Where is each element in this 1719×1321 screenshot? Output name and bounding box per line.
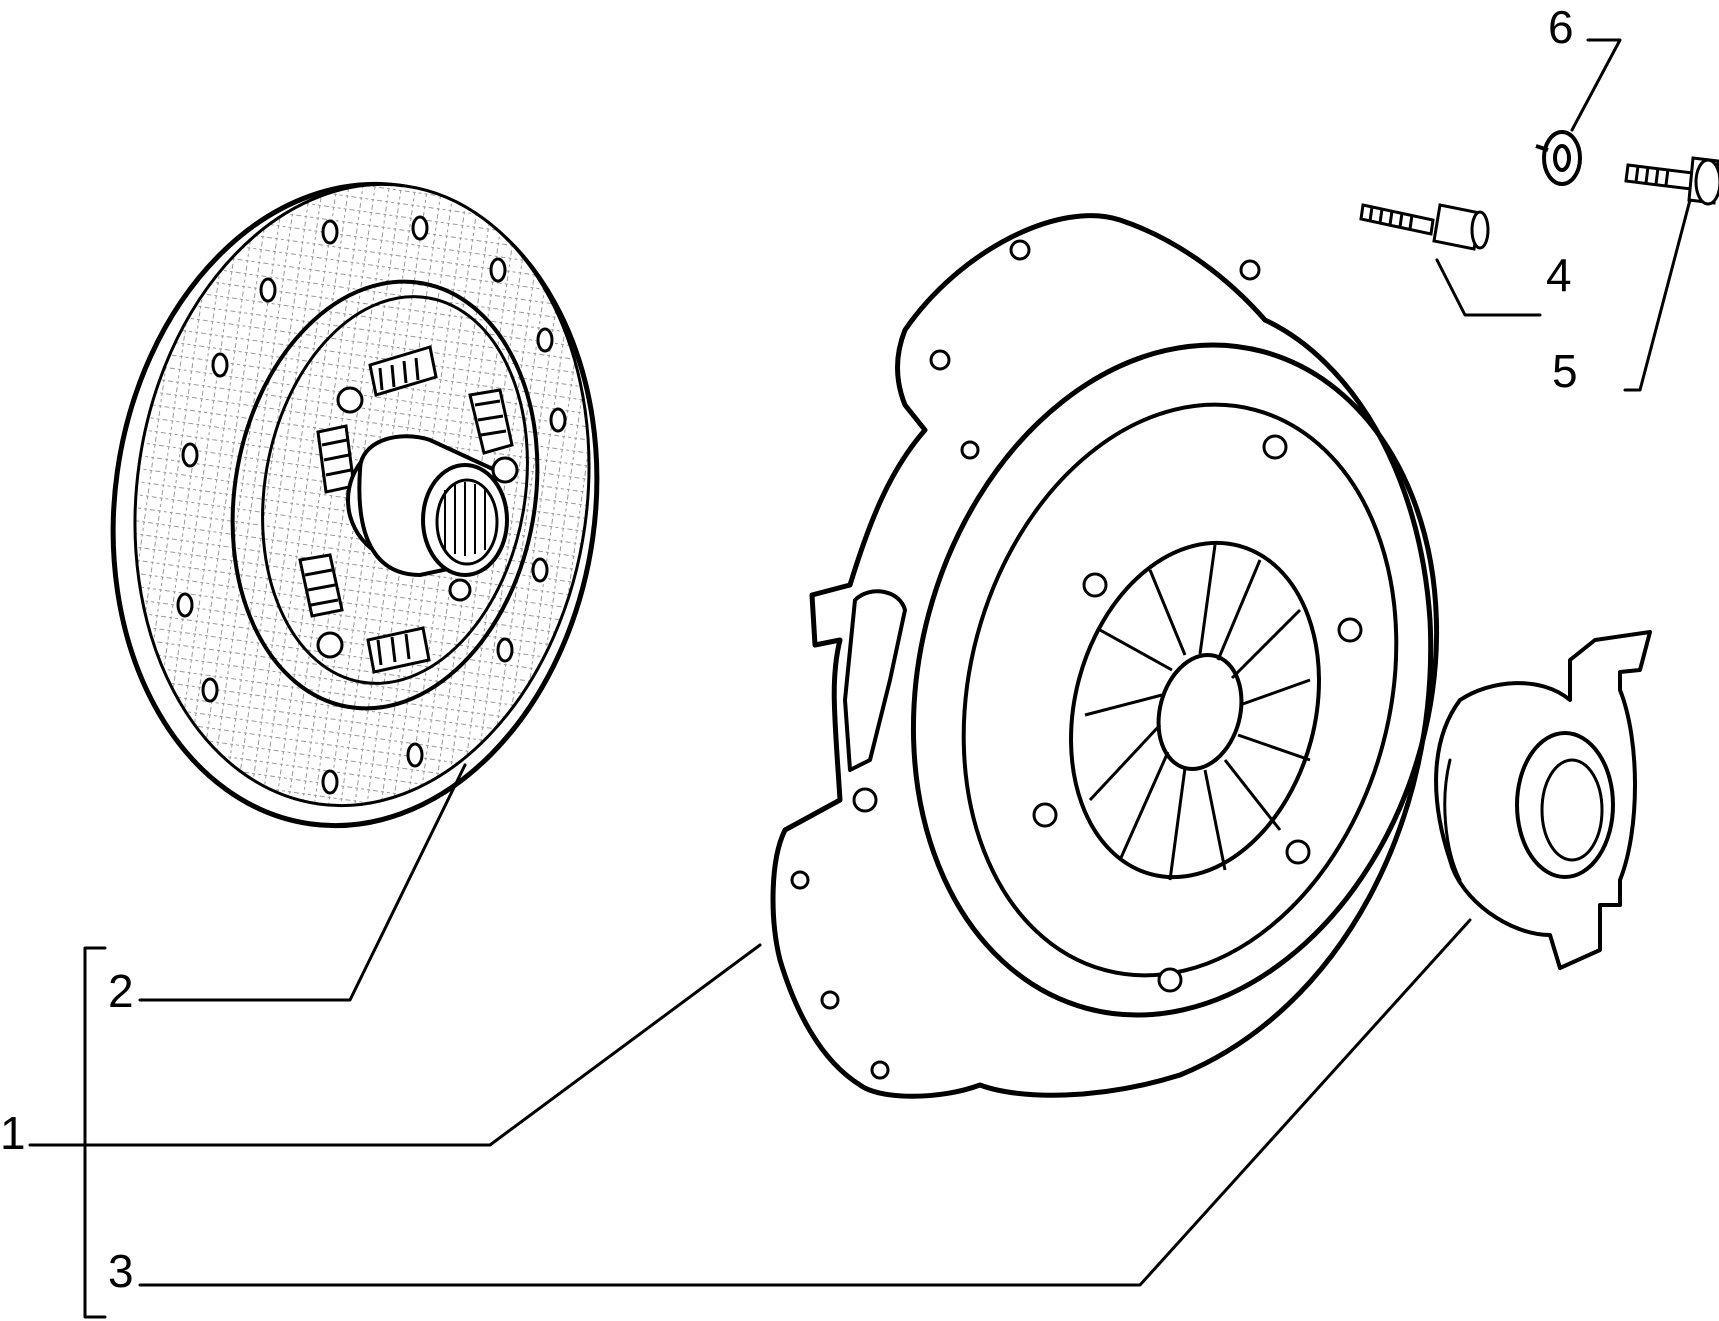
leader-line-5 xyxy=(1623,198,1692,392)
diaphragm-spring-fingers xyxy=(1084,544,1311,881)
leader-line-2 xyxy=(138,763,467,1002)
diaphragm-spring-outer xyxy=(1069,540,1321,880)
callout-label-3: 3 xyxy=(108,1245,134,1297)
leader-line-1 xyxy=(28,943,762,1147)
leader-line-3 xyxy=(138,918,1472,1287)
release-bearing-body xyxy=(1434,630,1652,970)
flanged-bolt xyxy=(1359,203,1490,251)
leader-lines xyxy=(28,38,1692,1319)
leader-line-4 xyxy=(1435,258,1542,317)
callout-label-5: 5 xyxy=(1552,345,1578,397)
clutch-disc-hub-plate-inner xyxy=(261,295,529,685)
release-bearing-race xyxy=(1515,731,1615,879)
callout-label-2: 2 xyxy=(108,965,134,1017)
release-bearing xyxy=(1434,630,1652,970)
callout-label-4: 4 xyxy=(1546,249,1572,301)
callout-label-6: 6 xyxy=(1548,1,1574,53)
bracket-kit-1 xyxy=(83,946,107,1319)
clutch-disc-hub-holes xyxy=(316,386,519,659)
cover-mount-lug xyxy=(843,589,907,772)
cover-outer-shell xyxy=(770,213,1434,1099)
clutch-disc-hub xyxy=(346,434,509,578)
callout-label-1: 1 xyxy=(0,1107,26,1159)
release-bearing-sleeve xyxy=(1443,758,1462,882)
cover-face-ring-inner xyxy=(961,402,1399,978)
clutch-disc-hub-plate xyxy=(230,279,540,711)
hex-bolt xyxy=(1624,156,1719,206)
clutch-disc-rivets xyxy=(176,215,567,795)
clutch-disc xyxy=(110,181,600,829)
release-bearing-bore xyxy=(1540,758,1604,862)
cover-bolt-holes xyxy=(790,239,1363,1080)
lock-washer xyxy=(1535,130,1582,186)
clutch-pressure-plate-cover xyxy=(770,213,1440,1099)
cover-face-ring xyxy=(910,342,1440,1018)
leader-line-6 xyxy=(1570,38,1622,132)
